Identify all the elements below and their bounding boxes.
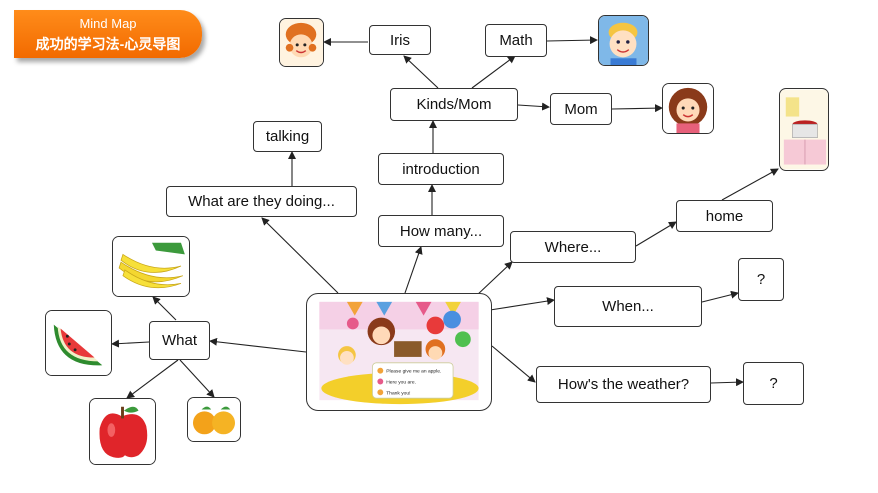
banner-subtitle: 成功的学习法-心灵导图 <box>35 36 181 52</box>
link-when-q1 <box>701 290 739 303</box>
node-when[interactable]: When... <box>554 286 702 327</box>
node-kinds-mom[interactable]: Kinds/Mom <box>390 88 518 121</box>
watermelon-icon <box>45 310 112 376</box>
node-question-weather[interactable]: ? <box>743 362 804 405</box>
link-kinds-math <box>471 55 516 89</box>
link-kinds-iris <box>403 55 439 89</box>
node-math[interactable]: Math <box>485 24 547 57</box>
node-home[interactable]: home <box>676 200 773 232</box>
boy-portrait-icon <box>598 15 649 66</box>
link-center-weather <box>491 345 536 383</box>
kitchen-stove-icon <box>779 88 829 171</box>
link-center-when <box>489 297 555 311</box>
scene-line-2: Here you are. <box>386 379 416 385</box>
link-center-what-doing <box>261 217 339 294</box>
link-home-kitchen-pic <box>721 168 779 201</box>
node-iris[interactable]: Iris <box>369 25 431 55</box>
link-what-watermelon-pic <box>111 339 150 348</box>
title-banner: Mind Map 成功的学习法-心灵导图 <box>14 10 202 58</box>
link-kinds-mom <box>517 102 550 111</box>
scene-line-3: Thank you! <box>386 390 410 396</box>
link-math-boy-pic <box>546 36 598 45</box>
node-question-when[interactable]: ? <box>738 258 784 301</box>
node-what[interactable]: What <box>149 321 210 360</box>
bananas-icon <box>112 236 190 297</box>
node-how-many[interactable]: How many... <box>378 215 504 247</box>
link-weather-q2 <box>710 378 744 387</box>
node-where[interactable]: Where... <box>510 231 636 263</box>
link-mom-mother-pic <box>611 104 663 113</box>
banner-title: Mind Map <box>79 16 137 31</box>
node-talking[interactable]: talking <box>253 121 322 152</box>
link-what-oranges-pic <box>179 359 215 398</box>
node-mom[interactable]: Mom <box>550 93 612 125</box>
apple-icon <box>89 398 156 465</box>
mother-portrait-icon <box>662 83 714 134</box>
link-center-what <box>209 337 307 353</box>
link-where-home <box>635 221 677 247</box>
link-what-apple-pic <box>126 359 179 399</box>
oranges-icon <box>187 397 241 442</box>
node-what-doing[interactable]: What are they doing... <box>166 186 357 217</box>
node-weather[interactable]: How's the weather? <box>536 366 711 403</box>
link-center-where <box>475 261 513 297</box>
family-dining-scene: Please give me an apple. Here you are. T… <box>306 293 492 411</box>
link-what-bananas-pic <box>152 296 177 321</box>
girl-portrait-icon <box>279 18 324 67</box>
scene-line-1: Please give me an apple. <box>386 369 441 375</box>
link-center-how-many <box>404 246 423 294</box>
node-introduction[interactable]: introduction <box>378 153 504 185</box>
